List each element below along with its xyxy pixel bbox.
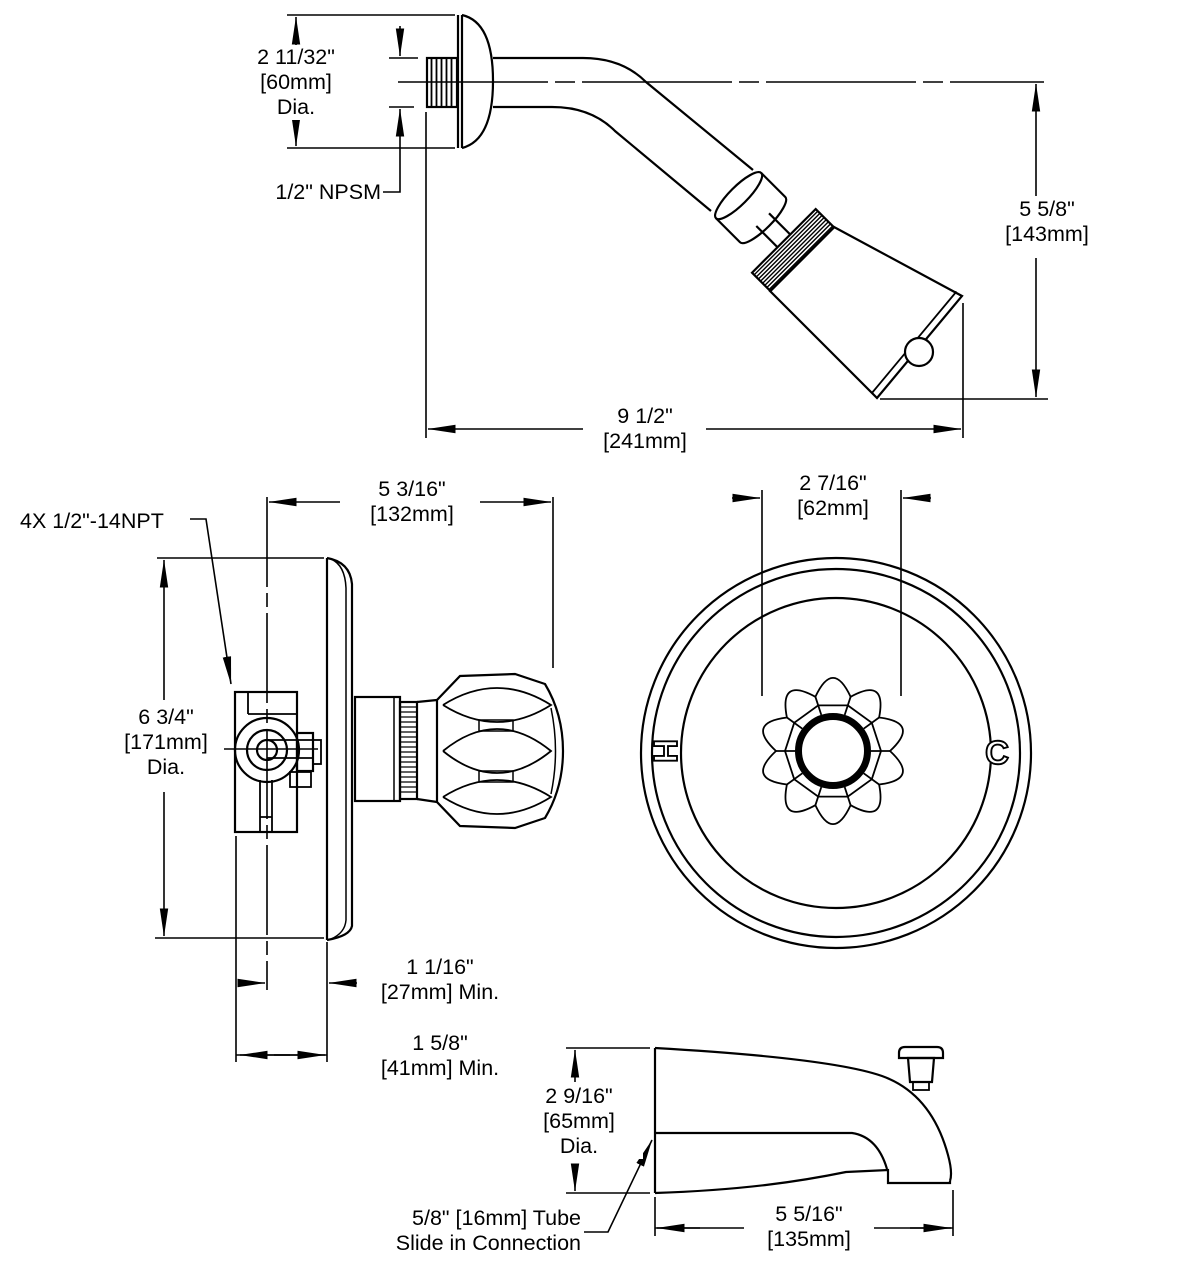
hot-marking: H	[647, 739, 684, 763]
valve-front-drawing	[639, 556, 1033, 950]
dim-valve-depth-label: 5 3/16" [132mm]	[347, 477, 477, 527]
label-tube-connection: 5/8" [16mm] Tube Slide in Connection	[378, 1206, 581, 1256]
dim-wall-min1-label: 1 1/16" [27mm] Min.	[375, 955, 505, 1005]
shower-arm-dimensions	[287, 14, 1048, 438]
dim-escutcheon-dia-label: 6 3/4" [171mm] Dia.	[110, 705, 222, 780]
tub-spout-drawing	[653, 1045, 953, 1195]
valve-side-dimensions	[155, 497, 554, 1062]
dim-handle-dia-label: 2 7/16" [62mm]	[767, 471, 899, 521]
valve-side-drawing	[233, 556, 565, 942]
label-arm-thread: 1/2" NPSM	[243, 180, 381, 205]
dim-spout-dia-label: 2 9/16" [65mm] Dia.	[515, 1084, 643, 1159]
dim-arm-reach-label: 9 1/2" [241mm]	[593, 404, 697, 454]
dim-spout-length-label: 5 5/16" [135mm]	[744, 1202, 874, 1252]
dim-flange-dia-label: 2 11/32" [60mm] Dia.	[230, 45, 362, 120]
dim-head-height-label: 5 5/8" [143mm]	[985, 197, 1109, 247]
cold-marking: C	[985, 734, 1009, 771]
valve-front-markings: H C	[646, 733, 1010, 772]
label-valve-ports: 4X 1/2"-14NPT	[20, 509, 190, 534]
tub-spout-dimensions	[566, 1047, 954, 1236]
valve-front-dimensions	[732, 490, 931, 696]
dim-wall-min2-label: 1 5/8" [41mm] Min.	[375, 1031, 505, 1081]
shower-arm-drawing	[425, 13, 964, 400]
